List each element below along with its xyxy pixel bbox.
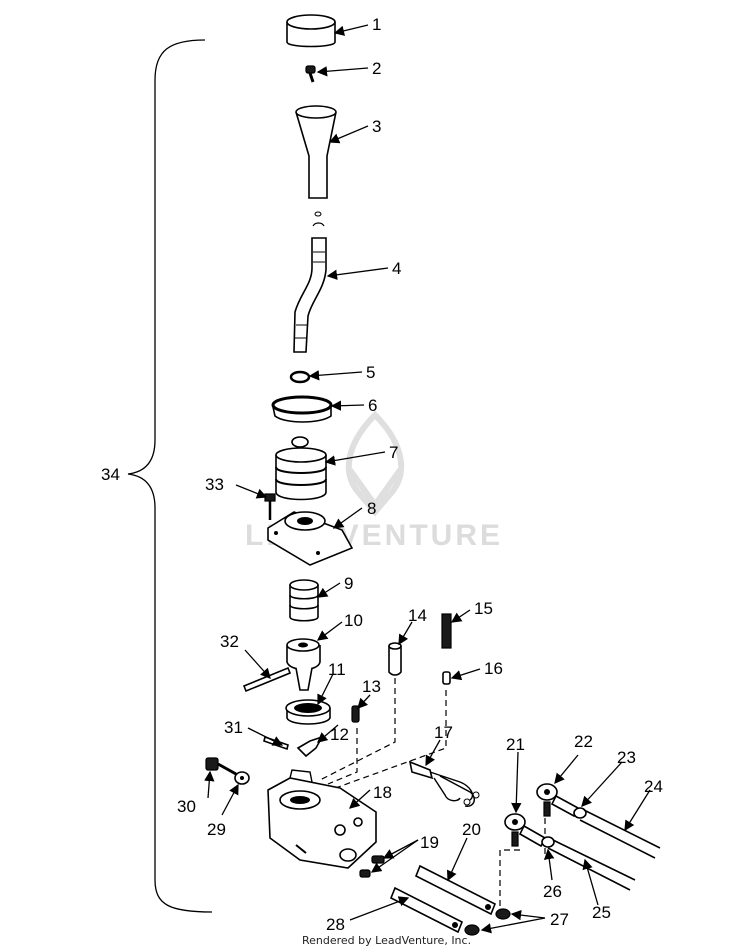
- callout-22: 22: [574, 732, 593, 751]
- callout-labels: 1 2 3 4 5 6 7 8 9 10 11 12 13 14 15 16 1…: [101, 15, 663, 934]
- part-8-housing-plate: [267, 511, 354, 566]
- part-24-shift-cable: [550, 794, 661, 859]
- part-2-screw: [305, 65, 316, 83]
- part-6-retaining-ring: [271, 395, 333, 423]
- callout-16: 16: [484, 659, 503, 678]
- part-7-boot: [275, 436, 327, 501]
- callout-4: 4: [392, 259, 401, 278]
- part-31-pin: [263, 735, 289, 751]
- callout-6: 6: [368, 396, 377, 415]
- part-21-rod-end: [504, 813, 526, 847]
- callout-1: 1: [372, 15, 381, 34]
- callout-13: 13: [362, 677, 381, 696]
- callout-33: 33: [205, 475, 224, 494]
- part-9-spring: [289, 579, 319, 622]
- part-29-washer: [234, 771, 250, 785]
- callout-30: 30: [177, 797, 196, 816]
- callout-25: 25: [592, 903, 611, 922]
- callout-15: 15: [474, 599, 493, 618]
- callout-11: 11: [328, 660, 346, 679]
- part-11-bushing: [285, 699, 331, 725]
- part-10-pivot: [286, 638, 321, 691]
- callout-5: 5: [366, 363, 375, 382]
- callout-18: 18: [373, 783, 392, 802]
- part-27-nuts: [464, 908, 511, 936]
- part-30-bolt: [205, 757, 237, 776]
- part-19-bolts: [359, 855, 385, 878]
- callout-17: 17: [434, 723, 453, 742]
- assembly-brace: [127, 39, 213, 913]
- callout-29: 29: [207, 820, 226, 839]
- callout-3: 3: [372, 117, 381, 136]
- callout-26: 26: [543, 882, 562, 901]
- part-12-detent: [296, 735, 324, 758]
- callout-19: 19: [420, 833, 439, 852]
- callout-21: 21: [506, 735, 525, 754]
- callout-10: 10: [344, 611, 363, 630]
- part-3-knob: [295, 105, 337, 227]
- part-4-shift-lever: [293, 237, 327, 353]
- callout-8: 8: [367, 499, 376, 518]
- part-15-spring: [441, 613, 452, 649]
- part-16-plunger: [442, 671, 451, 685]
- callout-12: 12: [330, 725, 349, 744]
- callout-31: 31: [224, 718, 243, 737]
- callout-20: 20: [462, 820, 481, 839]
- part-32-pin: [242, 666, 292, 693]
- footer-credit: Rendered by LeadVenture, Inc.: [302, 934, 471, 947]
- callout-9: 9: [344, 574, 353, 593]
- part-1-cap: [286, 14, 336, 48]
- part-20-link-rod: [414, 864, 497, 916]
- part-14-pin: [388, 642, 402, 676]
- callout-34: 34: [101, 465, 120, 484]
- part-18-shifter-housing: [267, 769, 377, 869]
- callout-27: 27: [550, 910, 569, 929]
- callout-2: 2: [372, 59, 381, 78]
- part-22-rod-end: [536, 783, 558, 817]
- part-17-switch: [408, 760, 480, 807]
- callout-23: 23: [617, 748, 636, 767]
- part-13-set-screw: [351, 705, 360, 723]
- callout-32: 32: [220, 632, 239, 651]
- callout-28: 28: [326, 915, 345, 934]
- callout-7: 7: [389, 443, 398, 462]
- leader-lines: [204, 24, 651, 934]
- callout-14: 14: [408, 606, 427, 625]
- callout-24: 24: [644, 777, 663, 796]
- part-5-ring: [289, 370, 311, 384]
- part-25-shift-cable: [518, 824, 636, 891]
- part-33-screw: [264, 493, 276, 520]
